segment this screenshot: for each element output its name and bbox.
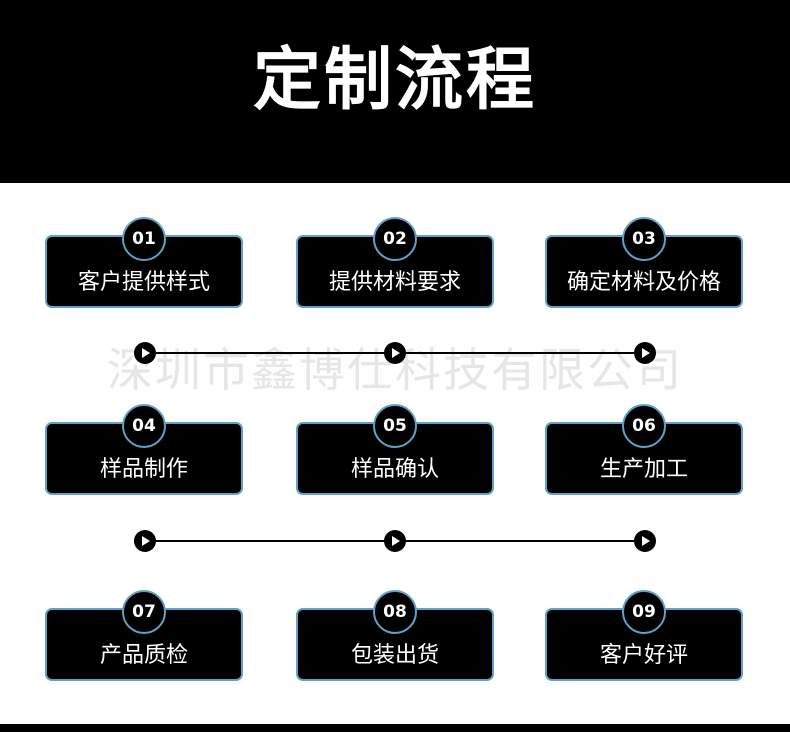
step-label: 客户好评 bbox=[599, 643, 688, 668]
step-card: 09 客户好评 bbox=[545, 590, 743, 681]
step-card: 06 生产加工 bbox=[545, 404, 743, 495]
step-number-badge: 08 bbox=[373, 590, 417, 634]
step-label: 客户提供样式 bbox=[77, 270, 210, 295]
play-icon bbox=[634, 342, 656, 364]
footer-bar bbox=[0, 724, 790, 732]
step-number-badge: 02 bbox=[373, 217, 417, 261]
step-label: 提供材料要求 bbox=[328, 270, 461, 295]
step-number-badge: 05 bbox=[373, 404, 417, 448]
step-label: 产品质检 bbox=[99, 643, 188, 668]
step-card: 01 客户提供样式 bbox=[45, 217, 243, 308]
step-card: 04 样品制作 bbox=[45, 404, 243, 495]
step-number-badge: 07 bbox=[122, 590, 166, 634]
page-title: 定制流程 bbox=[252, 41, 537, 120]
play-icon bbox=[134, 342, 156, 364]
step-number-badge: 09 bbox=[622, 590, 666, 634]
play-icon bbox=[634, 530, 656, 552]
step-label: 生产加工 bbox=[599, 457, 688, 482]
step-label: 确定材料及价格 bbox=[566, 270, 721, 295]
step-number-badge: 01 bbox=[122, 217, 166, 261]
step-label: 包装出货 bbox=[350, 643, 439, 668]
step-number-badge: 03 bbox=[622, 217, 666, 261]
step-card: 07 产品质检 bbox=[45, 590, 243, 681]
step-card: 08 包装出货 bbox=[296, 590, 494, 681]
step-number-badge: 06 bbox=[622, 404, 666, 448]
header-banner: 定制流程 bbox=[0, 0, 790, 183]
step-card: 02 提供材料要求 bbox=[296, 217, 494, 308]
play-icon bbox=[384, 530, 406, 552]
step-label: 样品制作 bbox=[99, 457, 188, 482]
step-card: 03 确定材料及价格 bbox=[545, 217, 743, 308]
step-card: 05 样品确认 bbox=[296, 404, 494, 495]
step-label: 样品确认 bbox=[350, 457, 439, 482]
step-number-badge: 04 bbox=[122, 404, 166, 448]
play-icon bbox=[384, 342, 406, 364]
play-icon bbox=[134, 530, 156, 552]
